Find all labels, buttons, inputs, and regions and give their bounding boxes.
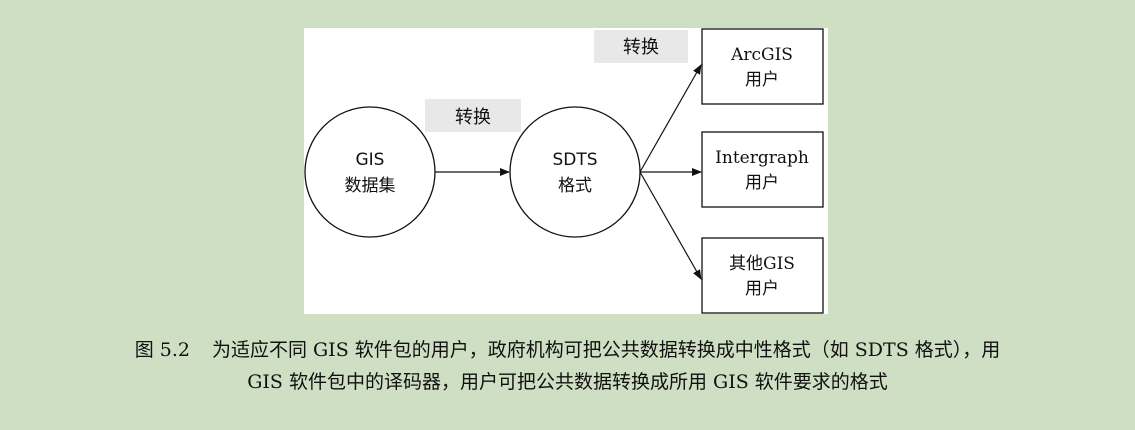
caption-line-1: 图 5.2 为适应不同 GIS 软件包的用户，政府机构可把公共数据转换成中性格式（… [20, 334, 1115, 366]
target-box-arcgis-line2: 用户 [745, 70, 779, 90]
target-box-arcgis-line1: ArcGIS [730, 45, 793, 65]
caption-text-1: 为适应不同 GIS 软件包的用户，政府机构可把公共数据转换成中性格式（如 SDT… [211, 339, 1001, 361]
arrow-middle-to-target-1 [639, 64, 702, 173]
arrow-middle-to-target-3 [639, 171, 702, 280]
source-node-line2: 数据集 [345, 176, 396, 196]
convert-tag-left-label: 转换 [455, 107, 491, 128]
figure-caption: 图 5.2 为适应不同 GIS 软件包的用户，政府机构可把公共数据转换成中性格式（… [20, 334, 1115, 398]
convert-tag-right [594, 30, 688, 63]
flow-diagram: 转换 转换 GIS 数据集 SDTS 格式 ArcGIS 用户 Intergra… [304, 28, 824, 314]
source-node-circle [304, 106, 436, 238]
caption-line-2: GIS 软件包中的译码器，用户可把公共数据转换成所用 GIS 软件要求的格式 [247, 371, 888, 393]
target-box-other [701, 237, 824, 314]
target-box-other-line1: 其他GIS [729, 254, 795, 274]
target-box-intergraph [701, 131, 824, 208]
source-node-line1: GIS [356, 150, 385, 170]
target-box-intergraph-line2: 用户 [745, 173, 779, 193]
target-box-other-line2: 用户 [745, 279, 779, 299]
convert-tag-right-label: 转换 [623, 37, 659, 58]
middle-node-circle [509, 106, 641, 238]
middle-node-line1: SDTS [552, 150, 597, 170]
target-box-intergraph-line1: Intergraph [715, 148, 809, 168]
target-box-arcgis [701, 28, 824, 105]
figure-panel: 转换 转换 GIS 数据集 SDTS 格式 ArcGIS 用户 Intergra… [304, 28, 828, 314]
convert-tag-left [425, 99, 521, 132]
caption-number: 图 5.2 [134, 339, 190, 361]
middle-node-line2: 格式 [558, 176, 592, 196]
